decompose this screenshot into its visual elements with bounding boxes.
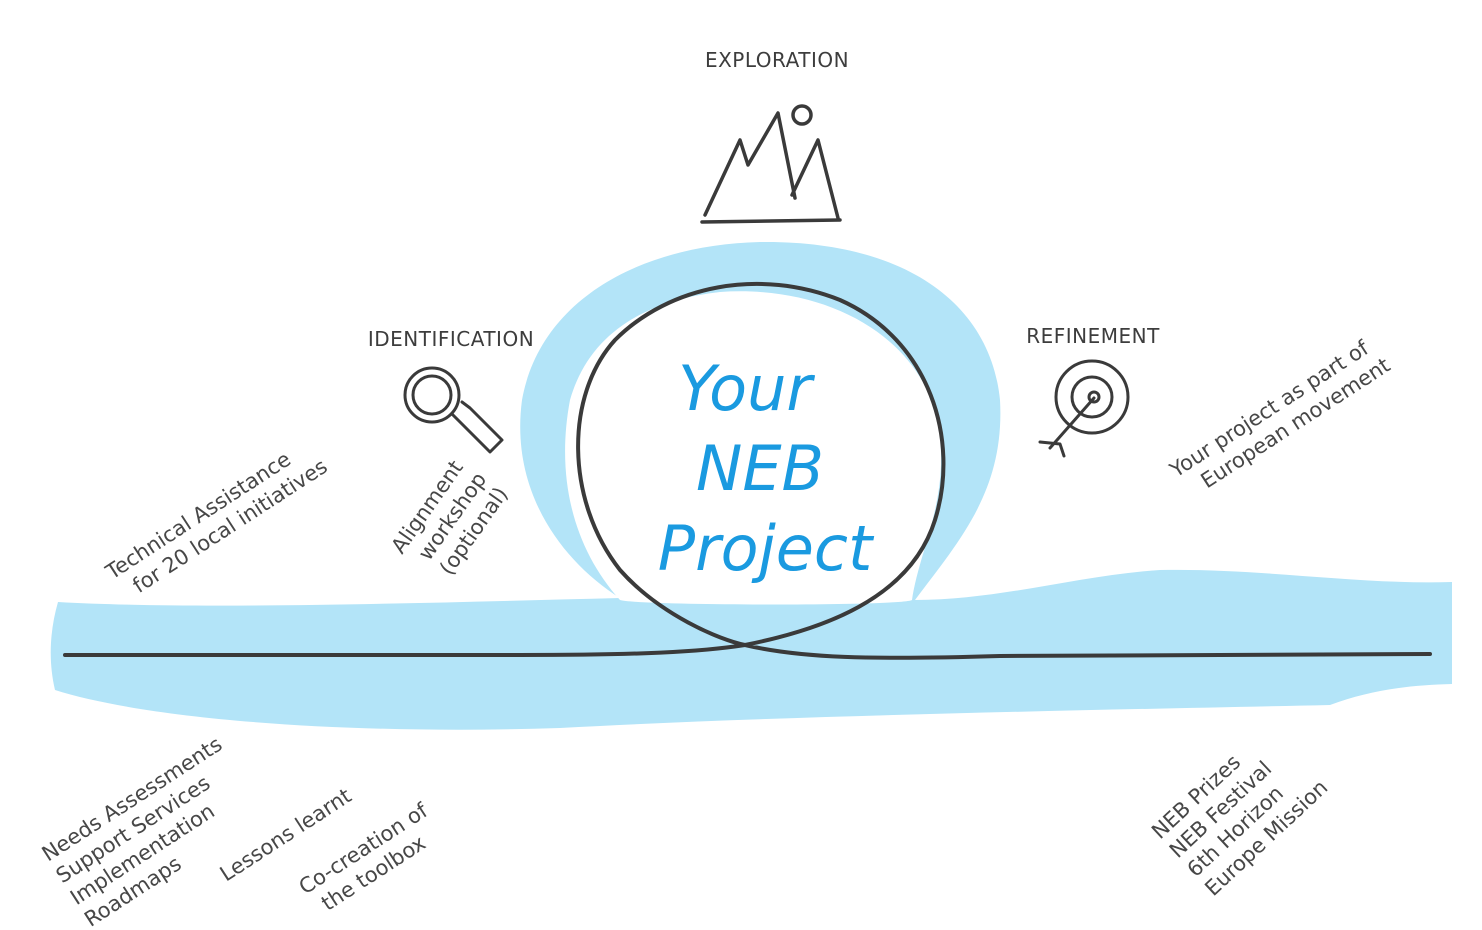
target-arrow-icon — [1038, 359, 1130, 458]
title-line-project: Project — [658, 512, 875, 585]
mountains-icon — [700, 104, 842, 224]
alignment-workshop-note: Alignment workshop (optional) — [386, 456, 512, 580]
exploration-label: EXPLORATION — [705, 48, 849, 72]
needs-list-note: Needs Assessments Support Services Imple… — [38, 732, 227, 930]
title-line-neb: NEB — [696, 432, 824, 505]
neb-list-note: NEB Prizes NEB Festival 6th Horizon Euro… — [1147, 750, 1332, 901]
magnifier-icon — [403, 366, 504, 454]
technical-assistance-note: Technical Assistance for 20 local initia… — [101, 447, 332, 598]
title-line-your: Your — [678, 352, 815, 425]
timeline-line — [63, 282, 1432, 660]
note-line: Your project as part of — [1165, 336, 1374, 483]
european-movement-note: Your project as part of European movemen… — [1165, 336, 1395, 493]
refinement-label: REFINEMENT — [1026, 324, 1160, 348]
identification-label: IDENTIFICATION — [368, 327, 534, 351]
loop-inner-white — [565, 291, 942, 605]
